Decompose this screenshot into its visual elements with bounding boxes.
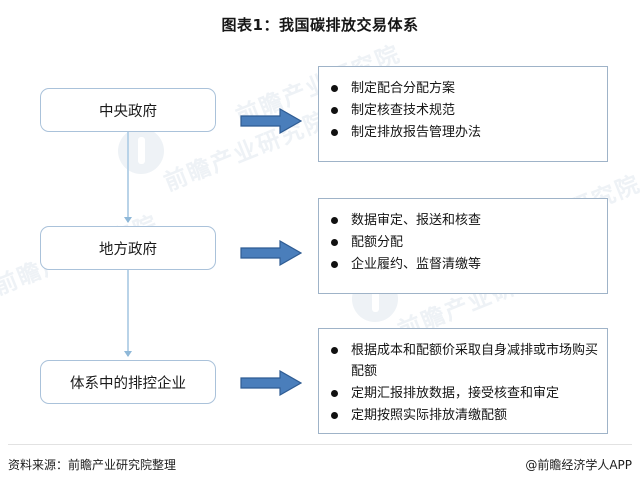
list-item: 制定排放报告管理办法 [329, 122, 599, 143]
flow-node-covered-enterprises: 体系中的排控企业 [40, 360, 216, 404]
list-item: 企业履约、监督清缴等 [329, 254, 599, 275]
detail-panel-central-government: 制定配合分配方案 制定核查技术规范 制定排放报告管理办法 [318, 66, 608, 162]
list-item: 配额分配 [329, 232, 599, 253]
flow-node-central-government: 中央政府 [40, 88, 216, 132]
right-arrow-icon-1 [240, 108, 302, 134]
flow-node-label: 中央政府 [99, 103, 157, 120]
flow-node-local-government: 地方政府 [40, 226, 216, 270]
detail-list: 根据成本和配额价采取自身减排或市场购买配额 定期汇报排放数据，接受核查和审定 定… [319, 329, 607, 426]
connector-arrowhead-icon [124, 217, 132, 223]
connector-arrowhead-icon [124, 351, 132, 357]
detail-panel-covered-enterprises: 根据成本和配额价采取自身减排或市场购买配额 定期汇报排放数据，接受核查和审定 定… [318, 328, 608, 434]
list-item: 定期按照实际排放清缴配额 [329, 405, 599, 426]
connector-line-1 [124, 132, 132, 223]
right-arrow-icon-3 [240, 370, 302, 396]
list-item: 定期汇报排放数据，接受核查和审定 [329, 383, 599, 404]
list-item: 制定核查技术规范 [329, 100, 599, 121]
list-item: 数据审定、报送和核查 [329, 210, 599, 231]
list-item: 根据成本和配额价采取自身减排或市场购买配额 [329, 340, 599, 382]
detail-panel-local-government: 数据审定、报送和核查 配额分配 企业履约、监督清缴等 [318, 198, 608, 294]
detail-list: 数据审定、报送和核查 配额分配 企业履约、监督清缴等 [319, 199, 607, 275]
source-note: 资料来源：前瞻产业研究院整理 [8, 458, 177, 472]
detail-list: 制定配合分配方案 制定核查技术规范 制定排放报告管理办法 [319, 67, 607, 143]
list-item: 制定配合分配方案 [329, 78, 599, 99]
page-title: 图表1：我国碳排放交易体系 [221, 16, 419, 34]
connector-line-2 [124, 270, 132, 357]
flow-node-label: 地方政府 [99, 241, 157, 258]
brand-watermark-label: @前瞻经济学人APP [525, 458, 632, 472]
footer-divider [8, 444, 632, 445]
watermark-logo-mark [118, 128, 164, 174]
flow-node-label: 体系中的排控企业 [70, 375, 186, 392]
right-arrow-icon-2 [240, 240, 302, 266]
